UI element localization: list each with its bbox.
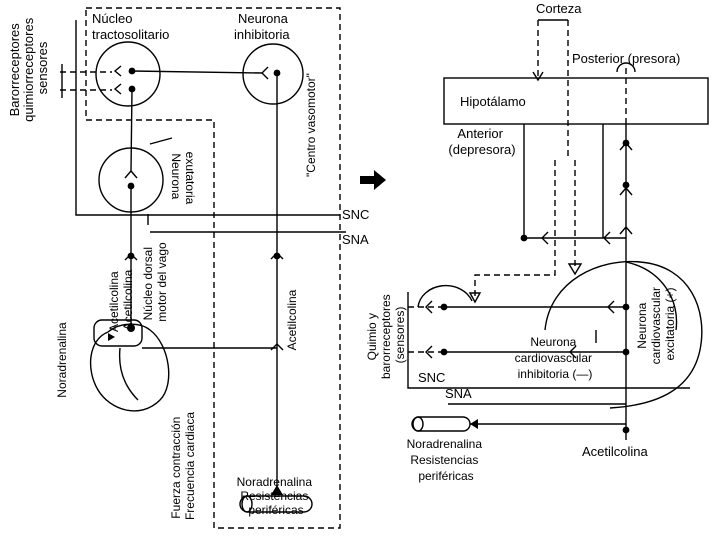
axon <box>131 70 263 74</box>
synapse-mark <box>124 169 138 179</box>
synapse-mark <box>425 300 615 359</box>
centro-vaso-label: "Centro vasomotor" <box>304 73 318 177</box>
heart <box>89 319 170 412</box>
acetilcolina-label-right: Acetilcolina <box>582 444 649 459</box>
blood-vessel-right <box>411 416 626 432</box>
synapse-dot <box>520 234 528 242</box>
synapse-dot <box>127 324 135 332</box>
noradr-label-right: Noradrenalina Resistencias periféricas <box>407 437 486 483</box>
acetil-pair-label: Acetilcolina Acetilcolina <box>107 268 135 332</box>
posterior-label: Posterior (presora) <box>572 51 680 66</box>
synapse-dot <box>127 252 135 260</box>
corteza-label: Corteza <box>536 1 582 16</box>
fuerza-label: Fuerza contracción Frecuencia cardiaca <box>169 412 197 520</box>
neurona-cv-excit-label: Neurona cardiovascular excitatoria (+) <box>635 284 677 365</box>
sna-label-left: SNA <box>342 232 369 247</box>
synapse-mark <box>124 253 138 261</box>
neurona-cv-inhib-label: Neurona cardiovascular inhibitoria (—) <box>515 335 596 381</box>
synapse-dot <box>622 426 630 434</box>
tractus-solitarius-neuron <box>95 41 161 107</box>
synapse-mark <box>619 141 633 235</box>
neurona-inhib-label: Neurona inhibitoria <box>234 11 292 42</box>
blood-vessel <box>239 485 313 513</box>
excitatory-arc-inner <box>625 261 678 331</box>
quimio-label: Quimio y barorreceptores (sensores) <box>365 291 407 379</box>
cns-boundary <box>75 20 340 216</box>
excitatory-arc <box>544 260 703 409</box>
synapse-mark <box>113 65 122 95</box>
hipotalamo-label: Hipotálamo <box>460 94 526 109</box>
arrowhead <box>567 263 583 276</box>
synapse-mark <box>270 252 284 260</box>
anterior-label: Anterior (depresora) <box>448 126 515 157</box>
noradr-bottom-label: Noradrenalina Resistencias periféricas <box>237 475 316 517</box>
acetilcolina-mid-label: Acetilcolina <box>285 289 299 350</box>
arc-mark <box>417 284 473 308</box>
nucleo-tracto-label: Núcleo tractosolitario <box>92 11 169 42</box>
synapse-mark <box>261 66 269 80</box>
synapse-dot <box>440 348 448 356</box>
hypothalamus-box <box>443 77 709 125</box>
noradrenalina-side-label: Noradrenalina <box>55 322 69 398</box>
anterior-path <box>474 160 556 298</box>
synapse-mark <box>541 231 611 245</box>
vasomotor-center-box <box>85 7 341 529</box>
axon <box>130 88 133 172</box>
arrowhead <box>468 292 482 304</box>
nucleo-dorsal-label: Núcleo dorsal motor del vago <box>141 242 169 322</box>
snc-label-right: SNC <box>418 370 445 385</box>
left-panel: Núcleo tractosolitario Neurona inhibitor… <box>7 7 386 529</box>
receptores-label: Barorreceptores quimiorreceptores sensor… <box>7 14 50 122</box>
synapse-dot <box>622 181 630 189</box>
inhibitory-neuron <box>242 43 304 105</box>
arrow <box>149 137 173 145</box>
synapse-dot <box>440 303 448 311</box>
transition-arrow <box>360 170 386 190</box>
snc-label-left: SNC <box>342 207 369 222</box>
right-panel: Corteza Posterior (presora) Hipotálamo A… <box>365 1 709 483</box>
sna-label-right: SNA <box>445 386 472 401</box>
arrowhead <box>532 71 544 82</box>
cns-boundary-right <box>407 360 690 389</box>
neurona-excit-label: Neurona exutatoria <box>169 152 197 205</box>
arc-mark <box>616 62 636 73</box>
